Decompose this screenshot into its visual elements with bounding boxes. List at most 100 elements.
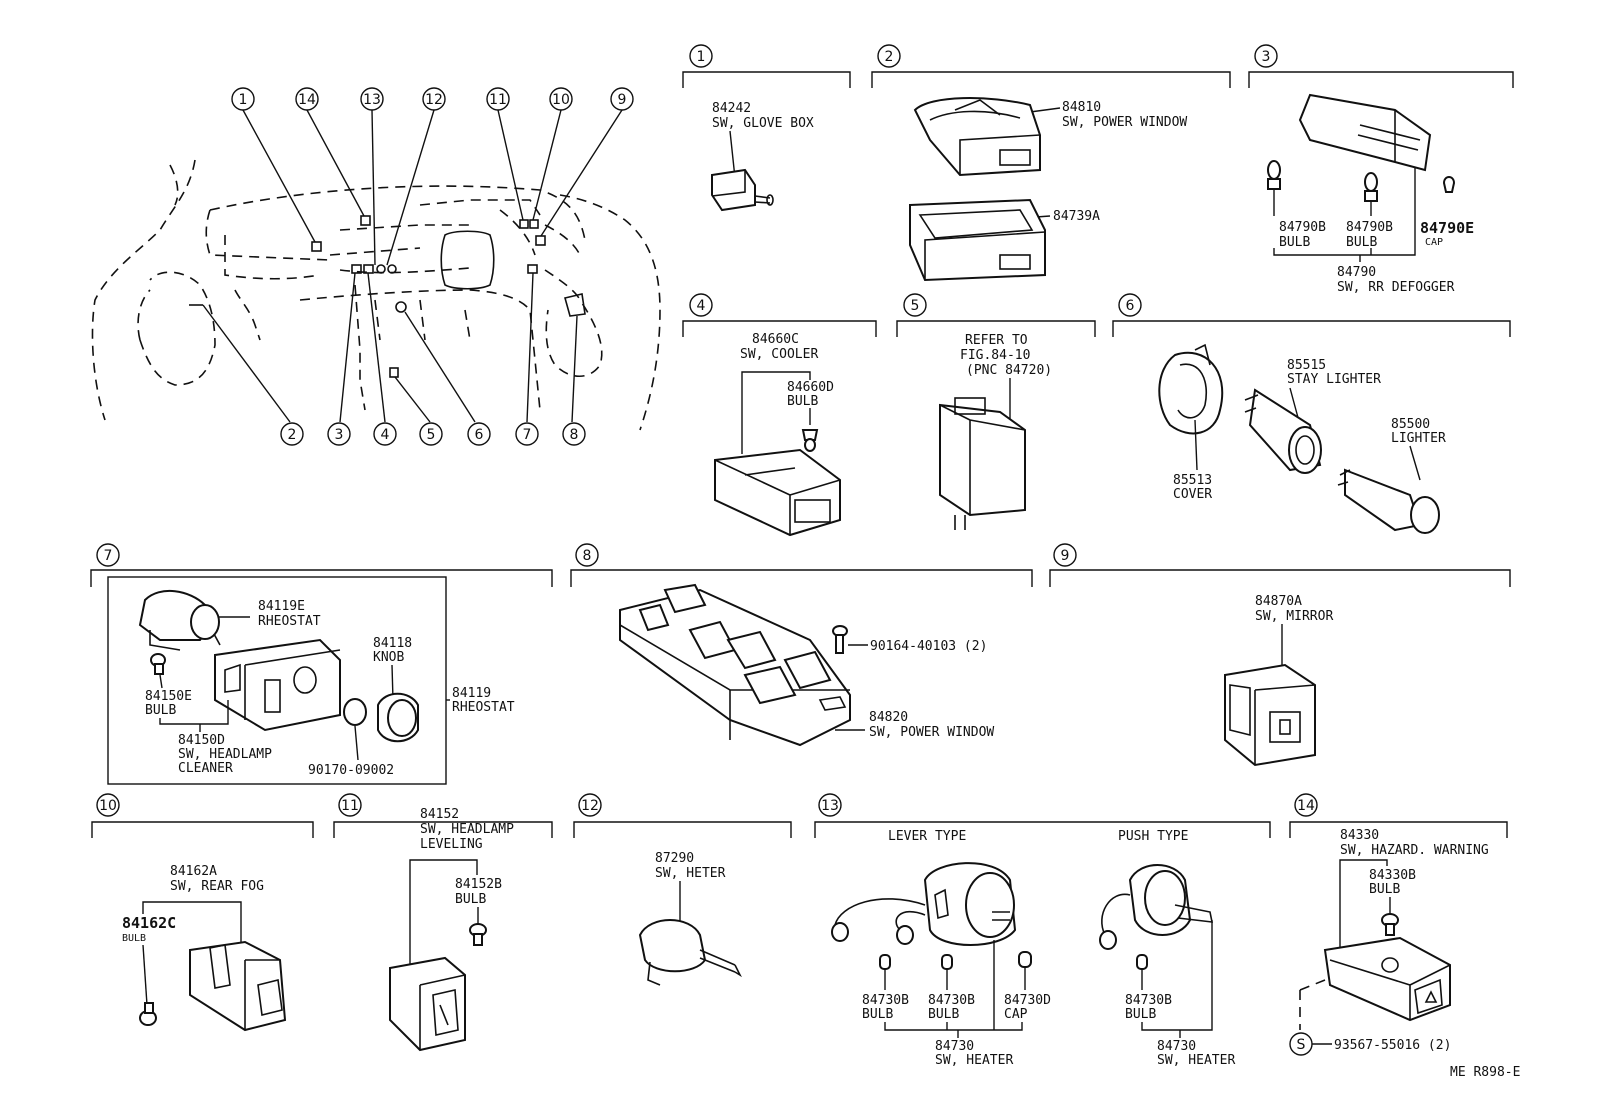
- section-number: 1: [697, 49, 706, 65]
- part-number[interactable]: 84152B: [455, 877, 502, 892]
- part-number[interactable]: 84119E: [258, 599, 305, 614]
- bulb-icon: [1364, 172, 1378, 202]
- part-number[interactable]: 84730: [1157, 1039, 1196, 1054]
- mirror-switch-icon: [1224, 663, 1316, 767]
- part-number[interactable]: 84162A: [170, 864, 217, 879]
- part-desc: BULB: [928, 1007, 959, 1022]
- part-number[interactable]: 84118: [373, 636, 412, 651]
- overview-callout[interactable]: 6: [475, 427, 484, 443]
- lighter-icon: [1337, 468, 1440, 534]
- part-desc: CAP: [1425, 237, 1443, 248]
- part-number[interactable]: 93567-55016 (2): [1334, 1038, 1451, 1053]
- part-number[interactable]: 84730: [935, 1039, 974, 1054]
- part-desc: BULB: [787, 394, 818, 409]
- bulb-icon: [941, 954, 953, 970]
- part-number[interactable]: 84162C: [122, 914, 176, 932]
- reference-text: REFER TO: [965, 333, 1028, 348]
- screw-icon: [832, 625, 848, 654]
- section-3: 3 84790B BULB 84790B BULB 84790E CAP 847…: [1248, 44, 1514, 295]
- overview-callout[interactable]: 10: [552, 92, 570, 108]
- part-number[interactable]: 85515: [1287, 358, 1326, 373]
- overview-callout[interactable]: 13: [363, 92, 381, 108]
- bulb-icon: [1267, 160, 1281, 190]
- part-desc: LEVELING: [420, 837, 483, 852]
- section-number: 10: [99, 798, 117, 814]
- overview-callout[interactable]: 7: [523, 427, 532, 443]
- part-number[interactable]: 85513: [1173, 473, 1212, 488]
- overview-callout[interactable]: 8: [570, 427, 579, 443]
- part-desc: KNOB: [373, 650, 404, 665]
- type-label: LEVER TYPE: [888, 829, 966, 844]
- part-desc: BULB: [1346, 235, 1377, 250]
- hazard-warning-switch-icon: [1323, 936, 1451, 1022]
- part-number[interactable]: 85500: [1391, 417, 1430, 432]
- part-number[interactable]: 90164-40103 (2): [870, 639, 987, 654]
- part-number[interactable]: 84790B: [1279, 220, 1326, 235]
- part-number[interactable]: 84330: [1340, 828, 1379, 843]
- part-number[interactable]: 84790B: [1346, 220, 1393, 235]
- part-number[interactable]: 84730B: [862, 993, 909, 1008]
- bulb-icon: [469, 923, 487, 946]
- part-desc: RHEOSTAT: [452, 700, 515, 715]
- part-number[interactable]: 84810: [1062, 100, 1101, 115]
- reference-text[interactable]: FIG.84-10: [960, 348, 1030, 363]
- overview-callout[interactable]: 3: [335, 427, 344, 443]
- section-4: 4 84660C SW, COOLER 84660D BULB: [682, 293, 877, 537]
- section-number: 9: [1061, 548, 1070, 564]
- knob-icon: [377, 692, 419, 743]
- dashboard-overview: 1 14 13 12 11 10 9 2 3 4 5 6 7: [91, 87, 661, 446]
- section-12: 12 87290 SW, HETER: [573, 793, 792, 986]
- section-6: 6 85513 COVER 85515 STAY LIGHTER 85500 L…: [1112, 293, 1511, 534]
- part-desc: LIGHTER: [1391, 431, 1446, 446]
- part-number[interactable]: 84660D: [787, 380, 834, 395]
- part-desc: BULB: [1279, 235, 1310, 250]
- part-desc: SW, HEADLAMP: [420, 822, 514, 837]
- overview-callout[interactable]: 12: [425, 92, 443, 108]
- section-5: 5 REFER TO FIG.84-10 (PNC 84720): [896, 293, 1096, 530]
- overview-callout[interactable]: 11: [489, 92, 507, 108]
- part-desc: SW, GLOVE BOX: [712, 116, 814, 131]
- part-number[interactable]: 84790E: [1420, 219, 1474, 237]
- screw-symbol-icon: S: [1297, 1037, 1306, 1053]
- bulb-icon: [801, 429, 819, 452]
- part-number[interactable]: 84152: [420, 807, 459, 822]
- section-7: 7 84119 RHEOSTAT 84119E RHEOSTAT 84118 K…: [90, 543, 553, 785]
- lever-heater-switch-icon: [831, 862, 1017, 946]
- overview-callout[interactable]: 5: [427, 427, 436, 443]
- part-number[interactable]: 84730B: [928, 993, 975, 1008]
- part-number[interactable]: 84739A: [1053, 209, 1100, 224]
- part-number[interactable]: 84660C: [752, 332, 799, 347]
- overview-callout[interactable]: 2: [288, 427, 297, 443]
- part-number[interactable]: 84330B: [1369, 868, 1416, 883]
- overview-callout[interactable]: 4: [381, 427, 390, 443]
- overview-callout[interactable]: 14: [298, 92, 316, 108]
- section-10: 10 84162A SW, REAR FOG 84162C BULB: [91, 793, 314, 1032]
- part-number[interactable]: 84150E: [145, 689, 192, 704]
- section-number: 2: [885, 49, 894, 65]
- part-desc: RHEOSTAT: [258, 614, 321, 629]
- heater-switch-icon: [638, 919, 742, 986]
- reference-text[interactable]: (PNC 84720): [966, 363, 1052, 378]
- part-desc: SW, COOLER: [740, 347, 818, 362]
- part-desc: SW, HEADLAMP: [178, 747, 272, 762]
- lighter-cover-icon: [1158, 343, 1224, 435]
- overview-callout[interactable]: 1: [239, 92, 248, 108]
- part-number[interactable]: 87290: [655, 851, 694, 866]
- part-number[interactable]: 84730D: [1004, 993, 1051, 1008]
- part-number[interactable]: 84119: [452, 686, 491, 701]
- part-number[interactable]: 84870A: [1255, 594, 1302, 609]
- part-desc: SW, POWER WINDOW: [869, 725, 994, 740]
- part-desc: BULB: [1369, 882, 1400, 897]
- cap-icon: [1442, 176, 1456, 193]
- relay-switch-icon: [939, 397, 1026, 530]
- part-number[interactable]: 90170-09002: [308, 763, 394, 778]
- part-number[interactable]: 84730B: [1125, 993, 1172, 1008]
- bulb-icon: [1136, 954, 1148, 970]
- part-number[interactable]: 84820: [869, 710, 908, 725]
- part-number[interactable]: 84150D: [178, 733, 225, 748]
- overview-callout[interactable]: 9: [618, 92, 627, 108]
- part-number[interactable]: 84242: [712, 101, 751, 116]
- part-number[interactable]: 84790: [1337, 265, 1376, 280]
- stay-lighter-icon: [1244, 388, 1322, 474]
